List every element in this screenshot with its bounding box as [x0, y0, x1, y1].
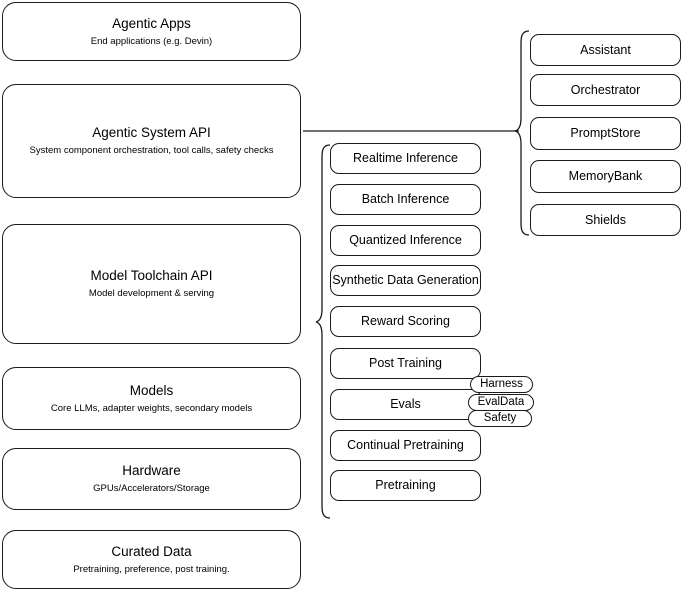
stack-box-subtitle: GPUs/Accelerators/Storage	[93, 483, 210, 494]
stack-box-agentic-system-api[interactable]: Agentic System API System component orch…	[2, 84, 301, 198]
stack-box-models[interactable]: Models Core LLMs, adapter weights, secon…	[2, 367, 301, 430]
stack-box-subtitle: Core LLMs, adapter weights, secondary mo…	[50, 402, 253, 414]
stack-box-title: Model Toolchain API	[90, 268, 213, 283]
component-box-shields[interactable]: Shields	[530, 204, 681, 236]
component-box-post-training[interactable]: Post Training	[330, 348, 481, 379]
stack-box-title: Hardware	[122, 463, 181, 478]
stack-box-subtitle: End applications (e.g. Devin)	[90, 35, 213, 47]
stack-box-title: Models	[129, 382, 174, 398]
stack-box-model-toolchain-api[interactable]: Model Toolchain API Model development & …	[2, 224, 301, 344]
component-box-orchestrator[interactable]: Orchestrator	[530, 74, 681, 106]
component-box-evals[interactable]: Evals	[330, 389, 481, 420]
stack-box-title: Agentic Apps	[112, 15, 191, 31]
component-box-assistant[interactable]: Assistant	[530, 34, 681, 66]
component-box-memorybank[interactable]: MemoryBank	[530, 160, 681, 193]
component-box-realtime-inference[interactable]: Realtime Inference	[330, 143, 481, 174]
stack-box-hardware[interactable]: Hardware GPUs/Accelerators/Storage	[2, 448, 301, 510]
stack-box-subtitle: Pretraining, preference, post training.	[73, 563, 230, 575]
brace-agentic-system	[514, 30, 530, 236]
component-box-synthetic-data-generation[interactable]: Synthetic Data Generation	[330, 265, 481, 296]
stack-box-subtitle: Model development & serving	[88, 288, 215, 299]
component-box-quantized-inference[interactable]: Quantized Inference	[330, 225, 481, 256]
component-box-pretraining[interactable]: Pretraining	[330, 470, 481, 501]
pill-safety[interactable]: Safety	[468, 410, 532, 427]
component-box-reward-scoring[interactable]: Reward Scoring	[330, 306, 481, 337]
brace-model-toolchain	[315, 144, 331, 519]
stack-box-curated-data[interactable]: Curated Data Pretraining, preference, po…	[2, 530, 301, 589]
stack-box-title: Agentic System API	[92, 125, 211, 140]
component-box-promptstore[interactable]: PromptStore	[530, 117, 681, 150]
stack-box-title: Curated Data	[111, 543, 192, 559]
component-box-continual-pretraining[interactable]: Continual Pretraining	[330, 430, 481, 461]
component-box-batch-inference[interactable]: Batch Inference	[330, 184, 481, 215]
pill-harness[interactable]: Harness	[470, 376, 533, 393]
pill-evaldata[interactable]: EvalData	[468, 394, 534, 411]
stack-box-agentic-apps[interactable]: Agentic Apps End applications (e.g. Devi…	[2, 2, 301, 61]
stack-box-subtitle: System component orchestration, tool cal…	[29, 145, 274, 156]
